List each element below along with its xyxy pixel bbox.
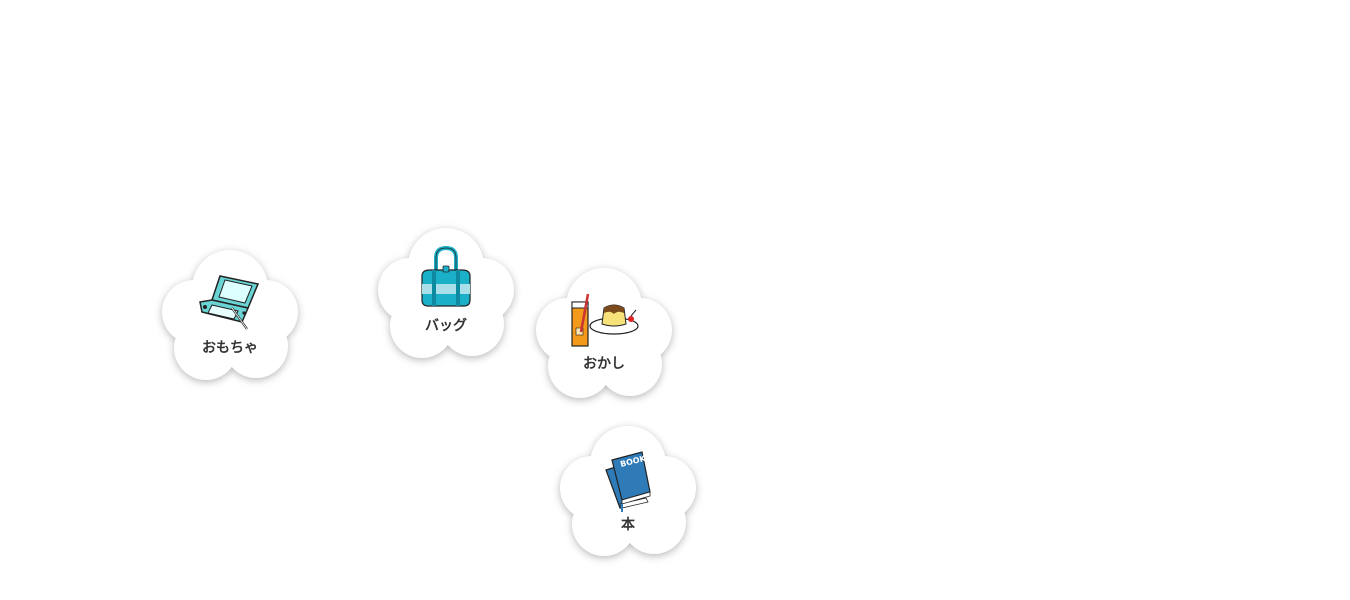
sweets-icon xyxy=(571,293,639,347)
category-sweets[interactable]: おかし xyxy=(534,266,674,401)
game-console-icon xyxy=(199,275,260,330)
bag-icon xyxy=(421,246,471,307)
category-bag[interactable]: バッグ xyxy=(376,226,516,361)
category-label: 本 xyxy=(621,517,635,533)
category-label: おかし xyxy=(583,356,625,372)
book-icon: BOOK xyxy=(605,451,651,512)
category-label: おもちゃ xyxy=(202,340,258,356)
category-toy[interactable]: おもちゃ xyxy=(160,248,300,383)
category-label: バッグ xyxy=(425,318,467,334)
category-book[interactable]: BOOK 本 xyxy=(558,424,698,559)
